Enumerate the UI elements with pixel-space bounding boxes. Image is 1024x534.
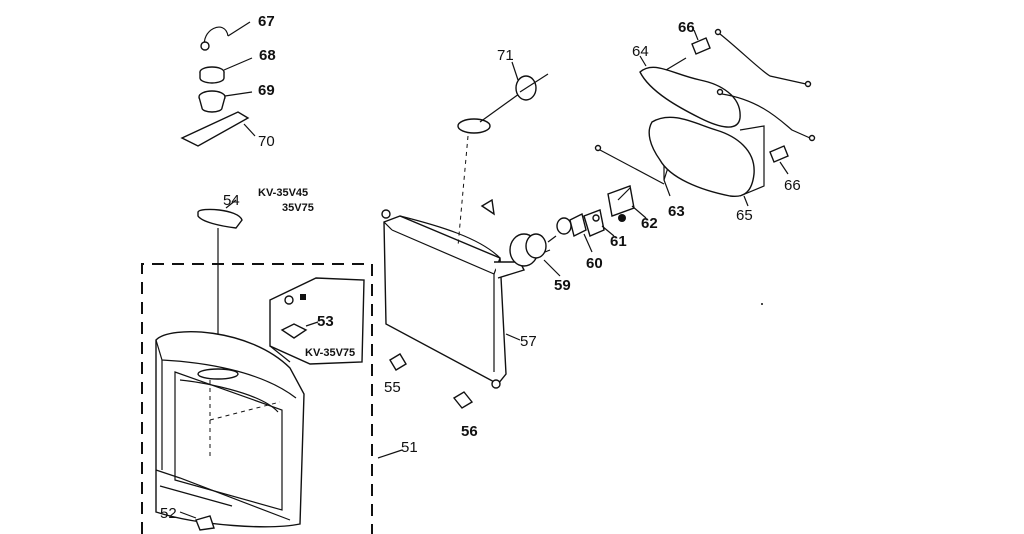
ground-wires xyxy=(714,28,816,142)
callout-66-bottom: 66 xyxy=(784,177,801,194)
callout-51: 51 xyxy=(401,439,418,456)
model-label-a: KV-35V45 xyxy=(258,187,308,199)
part-66b-clip xyxy=(769,145,789,175)
tube-tab xyxy=(480,198,495,216)
callout-53: 53 xyxy=(317,313,334,330)
callout-52: 52 xyxy=(160,505,177,522)
callout-54: 54 xyxy=(223,192,240,209)
callout-62: 62 xyxy=(641,215,658,232)
part-62-plate xyxy=(594,144,665,222)
callout-57: 57 xyxy=(520,333,537,350)
stray-dot xyxy=(761,303,763,305)
callout-56: 56 xyxy=(461,423,478,440)
part-59-yoke xyxy=(509,233,561,277)
callout-59: 59 xyxy=(554,277,571,294)
inset-panel-53 xyxy=(269,277,365,365)
part-56-clip xyxy=(452,391,474,409)
callout-66-top: 66 xyxy=(678,19,695,36)
callout-60: 60 xyxy=(586,255,603,272)
model-label-b: 35V75 xyxy=(282,202,314,214)
part-70-strap xyxy=(180,111,256,147)
callout-67: 67 xyxy=(258,13,275,30)
part-52-latch xyxy=(179,511,215,531)
part-57-picture-tube xyxy=(381,209,551,389)
part-65-shield xyxy=(648,116,765,207)
callout-65: 65 xyxy=(736,207,753,224)
part-61-bracket xyxy=(583,209,615,237)
callout-64: 64 xyxy=(632,43,649,60)
callout-55: 55 xyxy=(384,379,401,396)
callout-63: 63 xyxy=(668,203,685,220)
part-51-front-cabinet xyxy=(155,331,305,528)
part-69-knob xyxy=(198,90,253,113)
leader-51 xyxy=(377,449,403,459)
callout-61: 61 xyxy=(610,233,627,250)
part-71-wire-assembly xyxy=(457,61,549,134)
part-60-neck-board xyxy=(556,212,593,253)
callout-69: 69 xyxy=(258,82,275,99)
part-66a-clip xyxy=(665,29,711,71)
part-67-wire-clip xyxy=(200,21,251,51)
callout-71: 71 xyxy=(497,47,514,64)
callout-70: 70 xyxy=(258,133,275,150)
assembly-boundary xyxy=(141,263,373,534)
part-68-cap xyxy=(199,57,253,84)
callout-68: 68 xyxy=(259,47,276,64)
model-label-c: KV-35V75 xyxy=(305,347,355,359)
leader-71-dashed xyxy=(457,135,469,247)
part-55-clip xyxy=(389,353,407,371)
part-64-shield xyxy=(639,55,741,128)
